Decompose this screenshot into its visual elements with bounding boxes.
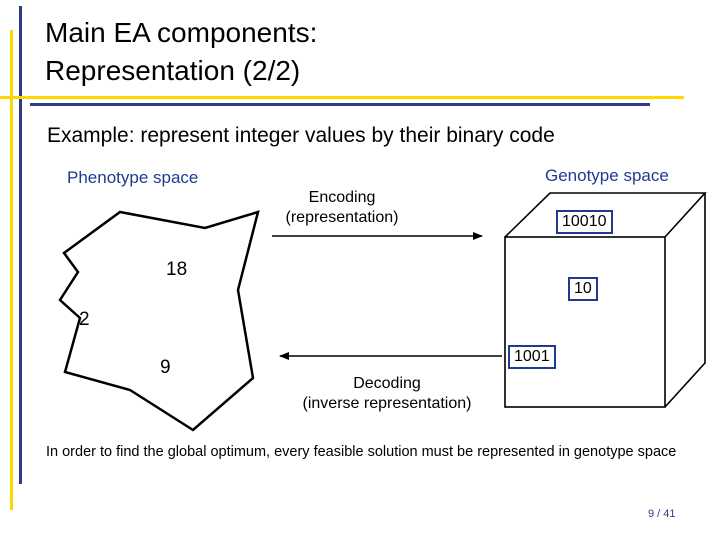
phenotype-space-shape [58, 210, 260, 432]
phenotype-value-9: 9 [160, 357, 171, 378]
encoding-label-line-1: Encoding [308, 189, 376, 206]
encoding-label: Encoding (representation) [262, 188, 422, 228]
genotype-value-10: 10 [568, 277, 598, 301]
slide-title-line-2: Representation (2/2) [45, 55, 301, 86]
genotype-value-1001: 1001 [508, 345, 556, 369]
decoding-label: Decoding (inverse representation) [272, 374, 502, 414]
genotype-space-label: Genotype space [545, 166, 669, 185]
page-number: 9 / 41 [648, 508, 676, 520]
footnote-text: In order to find the global optimum, eve… [46, 444, 677, 460]
horizontal-line-yellow [0, 96, 684, 99]
slide-title-line-1: Main EA components: [45, 17, 318, 48]
phenotype-value-2: 2 [79, 309, 90, 330]
genotype-space-cube [504, 192, 707, 408]
decoding-label-line-2: (inverse representation) [302, 395, 472, 412]
example-caption: Example: represent integer values by the… [47, 124, 555, 147]
left-vertical-line-blue [19, 6, 22, 484]
phenotype-space-label: Phenotype space [67, 168, 199, 187]
decoding-label-line-1: Decoding [353, 375, 421, 392]
horizontal-line-blue [30, 103, 650, 106]
phenotype-value-18: 18 [166, 259, 188, 280]
encoding-label-line-2: (representation) [285, 209, 399, 226]
left-vertical-line-yellow [10, 30, 13, 510]
genotype-value-10010: 10010 [556, 210, 613, 234]
